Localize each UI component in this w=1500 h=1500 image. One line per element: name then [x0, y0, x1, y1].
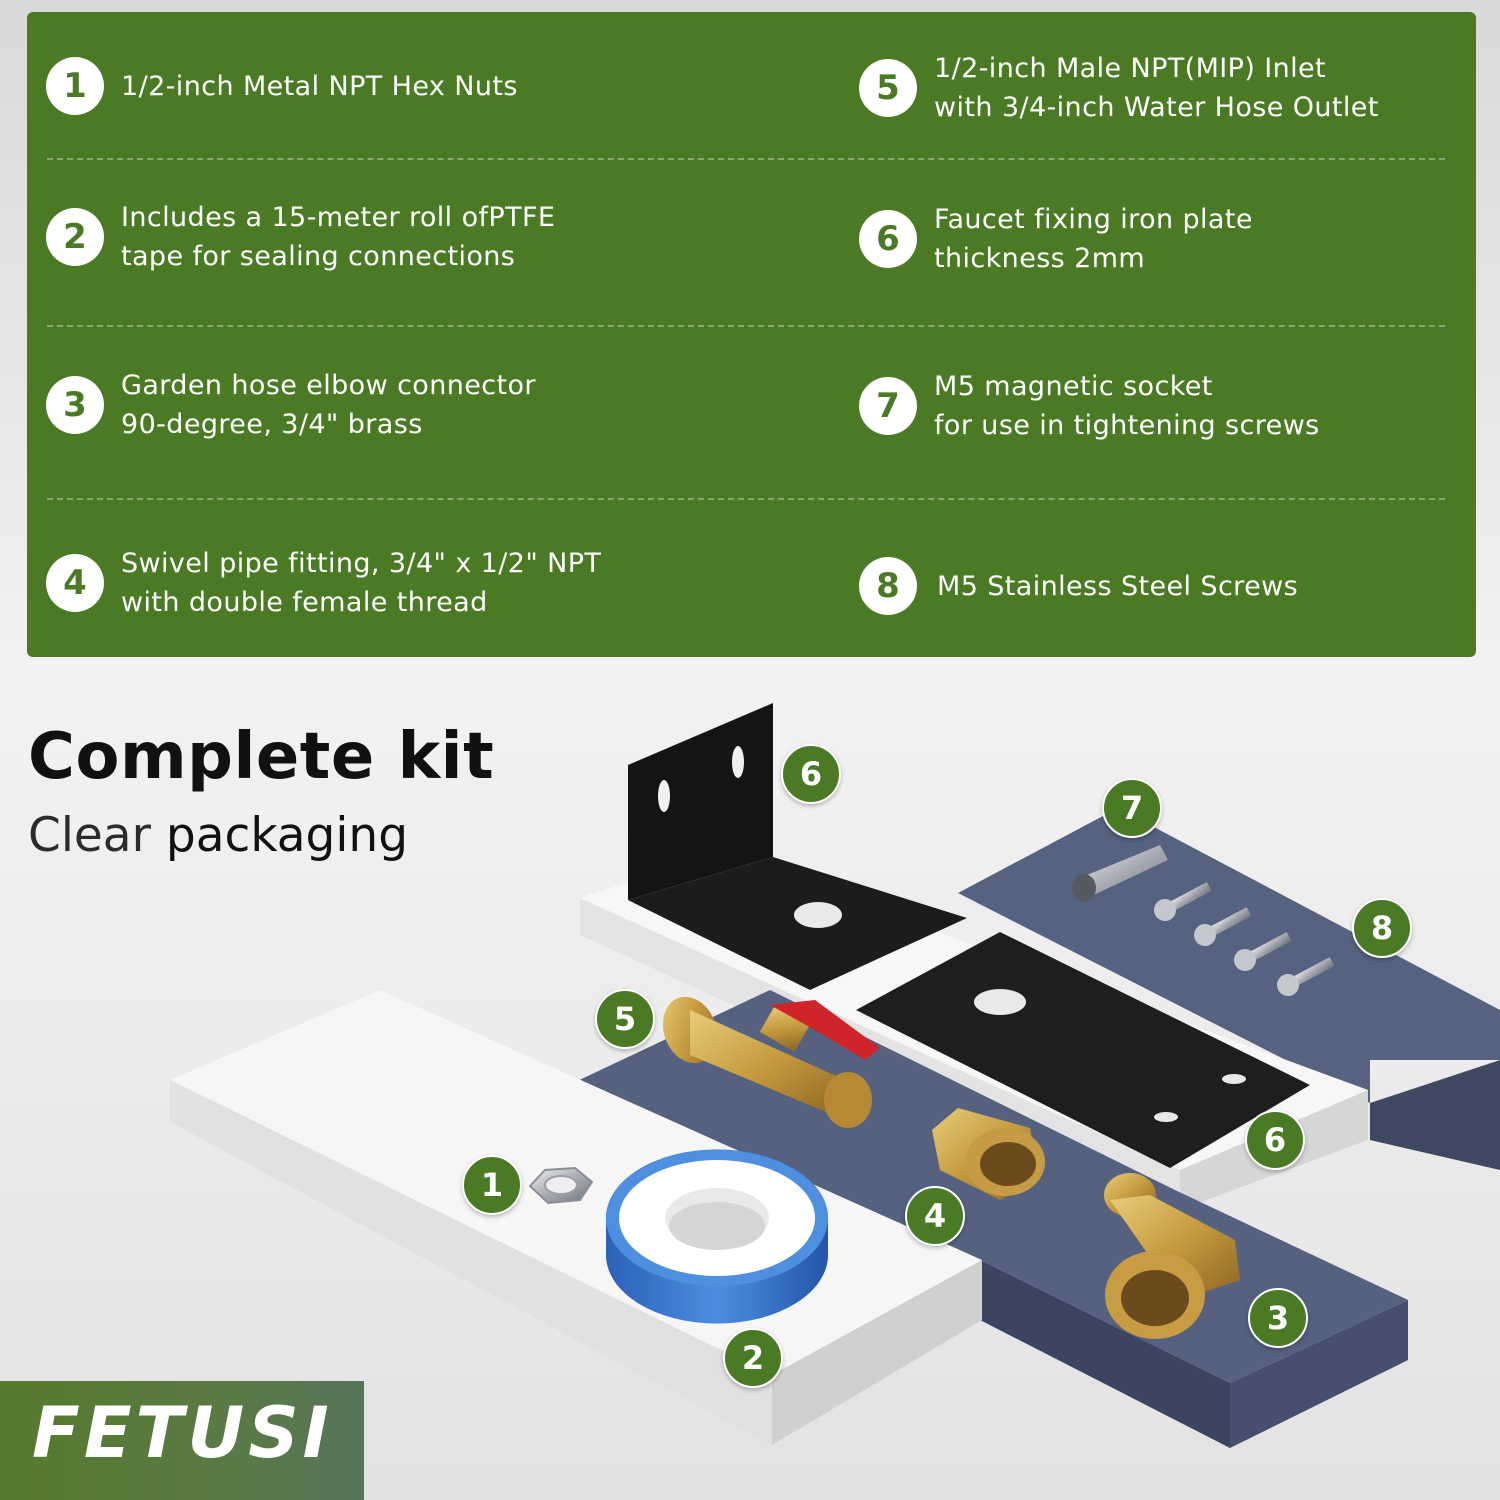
- feature-line-2: with double female thread: [121, 587, 488, 618]
- elbow-connector: [1104, 1173, 1240, 1339]
- feature-item-8: 8 M5 Stainless Steel Screws: [859, 557, 1459, 615]
- feature-item-7: 7 M5 magnetic socket for use in tighteni…: [859, 367, 1459, 445]
- feature-line-1: Swivel pipe fitting, 3/4" x 1/2" NPT: [121, 548, 602, 579]
- scene-badge-2-tape: 2: [723, 1328, 783, 1388]
- scene-badge-8-screws: 8: [1352, 898, 1412, 958]
- feature-line-1: Faucet fixing iron plate: [934, 204, 1253, 235]
- feature-number-badge: 8: [859, 557, 917, 615]
- headline-subtitle: Clear packaging: [28, 808, 408, 863]
- scene-badge-4-swivel: 4: [905, 1186, 965, 1246]
- feature-number-badge: 5: [859, 59, 917, 117]
- feature-item-3: 3 Garden hose elbow connector 90-degree,…: [46, 366, 826, 444]
- feature-text: 1/2-inch Metal NPT Hex Nuts: [121, 67, 518, 106]
- feature-text: 1/2-inch Male NPT(MIP) Inlet with 3/4-in…: [934, 49, 1379, 127]
- feature-item-4: 4 Swivel pipe fitting, 3/4" x 1/2" NPT w…: [46, 544, 826, 622]
- feature-item-2: 2 Includes a 15-meter roll ofPTFE tape f…: [46, 198, 826, 276]
- feature-divider: [47, 325, 1445, 327]
- feature-row-2: 2 Includes a 15-meter roll ofPTFE tape f…: [27, 172, 1476, 332]
- scene-badge-3-elbow: 3: [1248, 1288, 1308, 1348]
- feature-number-badge: 7: [859, 377, 917, 435]
- feature-number-badge: 1: [46, 57, 104, 115]
- scene-badge-5-valve: 5: [595, 989, 655, 1049]
- feature-row-3: 3 Garden hose elbow connector 90-degree,…: [27, 342, 1476, 502]
- feature-line-2: 90-degree, 3/4" brass: [121, 409, 423, 440]
- feature-number-badge: 4: [46, 554, 104, 612]
- feature-text: Swivel pipe fitting, 3/4" x 1/2" NPT wit…: [121, 544, 601, 622]
- feature-number-badge: 2: [46, 208, 104, 266]
- feature-panel: 1 1/2-inch Metal NPT Hex Nuts 5 1/2-inch…: [27, 12, 1476, 657]
- scene-badge-6-plate: 6: [1245, 1110, 1305, 1170]
- ptfe-tape-roll: [606, 1149, 828, 1324]
- feature-line-1: 1/2-inch Metal NPT Hex Nuts: [121, 70, 518, 102]
- feature-text: Faucet fixing iron plate thickness 2mm: [934, 200, 1253, 278]
- scene-badge-1-nut: 1: [462, 1155, 522, 1215]
- feature-line-1: Garden hose elbow connector: [121, 370, 536, 401]
- brand-logo-bar: [0, 1381, 364, 1500]
- l-bracket-plate: [628, 703, 967, 990]
- feature-text: Garden hose elbow connector 90-degree, 3…: [121, 366, 536, 444]
- brand-logo: FETUSI: [32, 1392, 333, 1474]
- swivel-fitting: [932, 1108, 1045, 1200]
- scene-badge-7-socket: 7: [1102, 778, 1162, 838]
- feature-line-2: with 3/4-inch Water Hose Outlet: [934, 92, 1379, 123]
- feature-item-6: 6 Faucet fixing iron plate thickness 2mm: [859, 200, 1459, 278]
- feature-item-1: 1 1/2-inch Metal NPT Hex Nuts: [46, 57, 826, 115]
- feature-line-1: M5 Stainless Steel Screws: [937, 570, 1299, 602]
- feature-row-4: 4 Swivel pipe fitting, 3/4" x 1/2" NPT w…: [27, 517, 1476, 657]
- feature-line-1: M5 magnetic socket: [934, 371, 1213, 402]
- flat-iron-plate: [856, 932, 1310, 1168]
- feature-item-5: 5 1/2-inch Male NPT(MIP) Inlet with 3/4-…: [859, 49, 1459, 127]
- scene-badge-6-bracket: 6: [781, 744, 841, 804]
- feature-row-1: 1 1/2-inch Metal NPT Hex Nuts 5 1/2-inch…: [27, 12, 1476, 172]
- feature-divider: [47, 498, 1445, 500]
- feature-number-badge: 6: [859, 210, 917, 268]
- feature-line-2: for use in tightening screws: [934, 410, 1320, 441]
- magnetic-socket: [1072, 845, 1168, 902]
- feature-divider: [47, 158, 1445, 160]
- feature-text: M5 magnetic socket for use in tightening…: [934, 367, 1320, 445]
- feature-text: M5 Stainless Steel Screws: [937, 567, 1298, 606]
- subtitle-word-2: packaging: [165, 808, 409, 863]
- brass-valve: [662, 996, 880, 1128]
- feature-text: Includes a 15-meter roll ofPTFE tape for…: [121, 198, 555, 276]
- feature-line-1: 1/2-inch Male NPT(MIP) Inlet: [934, 53, 1327, 84]
- feature-line-1: Includes a 15-meter roll ofPTFE: [121, 202, 556, 233]
- feature-line-2: thickness 2mm: [934, 243, 1146, 274]
- feature-number-badge: 3: [46, 376, 104, 434]
- headline-title: Complete kit: [28, 720, 495, 794]
- hex-nut: [528, 1166, 594, 1205]
- subtitle-word-1: Clear: [28, 808, 151, 863]
- feature-line-2: tape for sealing connections: [121, 241, 516, 272]
- stainless-screws: [1154, 882, 1335, 996]
